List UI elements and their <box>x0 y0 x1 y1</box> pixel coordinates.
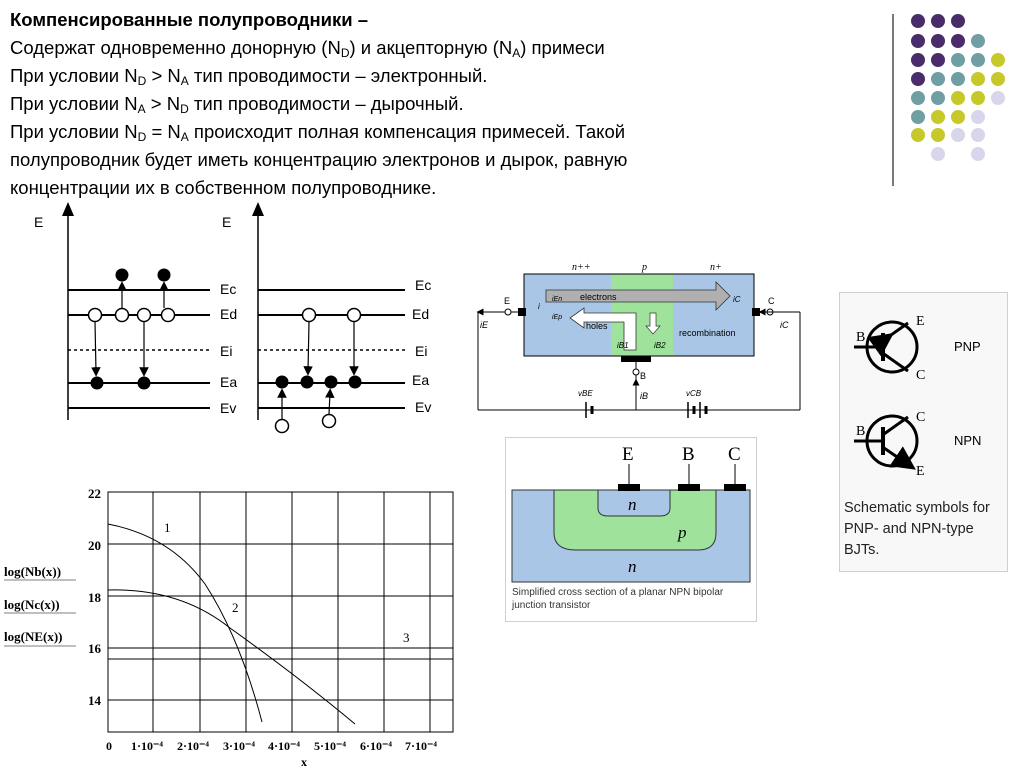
y-tick-14: 14 <box>88 693 102 708</box>
doping-profile-graph: 1 2 3 22 20 18 16 14 log(Nb(x)) log(Nc(x… <box>4 486 454 768</box>
slide-text: Компенсированные полупроводники – Содерж… <box>10 6 870 202</box>
text-line-1: Содержат одновременно донорную (ND) и ак… <box>10 37 605 60</box>
cs-region-p-base: p <box>677 523 687 542</box>
band-diagrams: E Ec Ed Ei Ea Ev E Ec Ed Ei Ea Ev <box>34 202 431 434</box>
cross-section-diagram: E B C n p n <box>511 444 751 583</box>
band2-level-ec: Ec <box>415 277 431 293</box>
text-line-6: концентрации их в собственном полупровод… <box>10 177 437 198</box>
cs-terminal-e: E <box>622 444 634 465</box>
current-ic-inner: iC <box>733 295 741 304</box>
region-label-n-plus-plus: n++ <box>572 262 591 273</box>
curve-1 <box>107 523 263 723</box>
terminal-c-label: C <box>768 296 775 306</box>
band1-level-ei: Ei <box>220 343 232 359</box>
current-ib2: iB2 <box>654 341 666 350</box>
current-i-inner: i <box>538 302 540 311</box>
region-label-n-plus: n+ <box>710 262 722 273</box>
cross-section-panel: E B C n p n Simplified cross section of … <box>505 437 757 622</box>
x-tick-1: 1·10⁻⁴ <box>131 739 163 753</box>
decor-divider <box>892 14 894 186</box>
x-tick-6: 6·10⁻⁴ <box>360 739 392 753</box>
y-tick-18: 18 <box>88 590 102 605</box>
npn-c-label: C <box>916 410 925 425</box>
terminal-b-label: B <box>640 371 646 381</box>
y-label-nc: log(Nc(x)) <box>4 597 60 612</box>
pnp-b-label: B <box>856 330 865 345</box>
text-line-4: При условии ND = NA происходит полная ко… <box>10 121 626 144</box>
text-line-5: полупроводник будет иметь концентрацию э… <box>10 149 628 170</box>
band1-level-ed: Ed <box>220 306 237 322</box>
curve-2 <box>107 589 356 725</box>
bjt-symbols-caption: Schematic symbols for PNP- and NPN-type … <box>844 500 990 558</box>
source-vbe: vBE <box>578 389 593 398</box>
current-ic-label: iC <box>780 320 789 330</box>
source-vcb: vCB <box>686 389 702 398</box>
current-ib1: iB1 <box>617 341 629 350</box>
band1-level-ea: Ea <box>220 374 237 390</box>
npn-label: NPN <box>954 433 981 448</box>
band1-level-ec: Ec <box>220 281 236 297</box>
decor-dot-grid <box>911 14 1005 161</box>
y-tick-22: 22 <box>88 486 101 501</box>
y-tick-16: 16 <box>88 641 102 656</box>
x-tick-2: 2·10⁻⁴ <box>177 739 209 753</box>
y-label-ne: log(NE(x)) <box>4 629 63 644</box>
cs-terminal-c: C <box>728 444 741 465</box>
cs-terminal-b: B <box>682 444 695 465</box>
pnp-c-label: C <box>916 368 925 383</box>
x-tick-7: 7·10⁻⁴ <box>405 739 437 753</box>
cs-region-n-collector: n <box>628 557 637 576</box>
y-tick-20: 20 <box>88 538 101 553</box>
current-iep: iEp <box>552 314 562 321</box>
x-axis-label: x <box>301 755 307 768</box>
band2-axis-label: E <box>222 214 231 230</box>
current-ie-label: iE <box>480 320 489 330</box>
pnp-label: PNP <box>954 339 981 354</box>
curve-label-1: 1 <box>164 520 171 535</box>
npn-b-label: B <box>856 424 865 439</box>
curve-label-2: 2 <box>232 600 239 615</box>
bjt-symbols-diagram: B E C PNP B C E NPN <box>854 314 981 479</box>
band2-level-ed: Ed <box>412 306 429 322</box>
bjt-symbols-panel: B E C PNP B C E NPN Schematic symbols fo… <box>839 292 1008 572</box>
band2-level-ev: Ev <box>415 399 431 415</box>
slide-heading: Компенсированные полупроводники – <box>10 9 369 30</box>
band1-axis-label: E <box>34 214 43 230</box>
band1-level-ev: Ev <box>220 400 236 416</box>
flow-recombination: recombination <box>679 328 736 338</box>
x-tick-4: 4·10⁻⁴ <box>268 739 300 753</box>
npn-operation-diagram: n++ p n+ electrons holes recombination i… <box>476 262 801 418</box>
y-label-nb: log(Nb(x)) <box>4 564 61 579</box>
flow-holes: holes <box>586 321 608 331</box>
npn-e-label: E <box>916 464 925 479</box>
current-ien: iEn <box>552 296 562 303</box>
x-tick-5: 5·10⁻⁴ <box>314 739 346 753</box>
band2-level-ei: Ei <box>415 343 427 359</box>
x-tick-0: 0 <box>106 739 112 753</box>
text-line-2: При условии ND > NA тип проводимости – э… <box>10 65 488 88</box>
flow-electrons: electrons <box>580 292 617 302</box>
graph-grid <box>107 491 454 733</box>
current-ib-label: iB <box>640 391 648 401</box>
text-line-3: При условии NA > ND тип проводимости – д… <box>10 93 464 116</box>
cross-section-caption: Simplified cross section of a planar NPN… <box>512 587 724 611</box>
terminal-e-label: E <box>504 296 510 306</box>
x-tick-3: 3·10⁻⁴ <box>223 739 255 753</box>
cs-region-n-emitter: n <box>628 495 637 514</box>
pnp-e-label: E <box>916 314 925 329</box>
region-label-p: p <box>641 262 647 273</box>
curve-label-3: 3 <box>403 630 410 645</box>
band2-level-ea: Ea <box>412 372 429 388</box>
